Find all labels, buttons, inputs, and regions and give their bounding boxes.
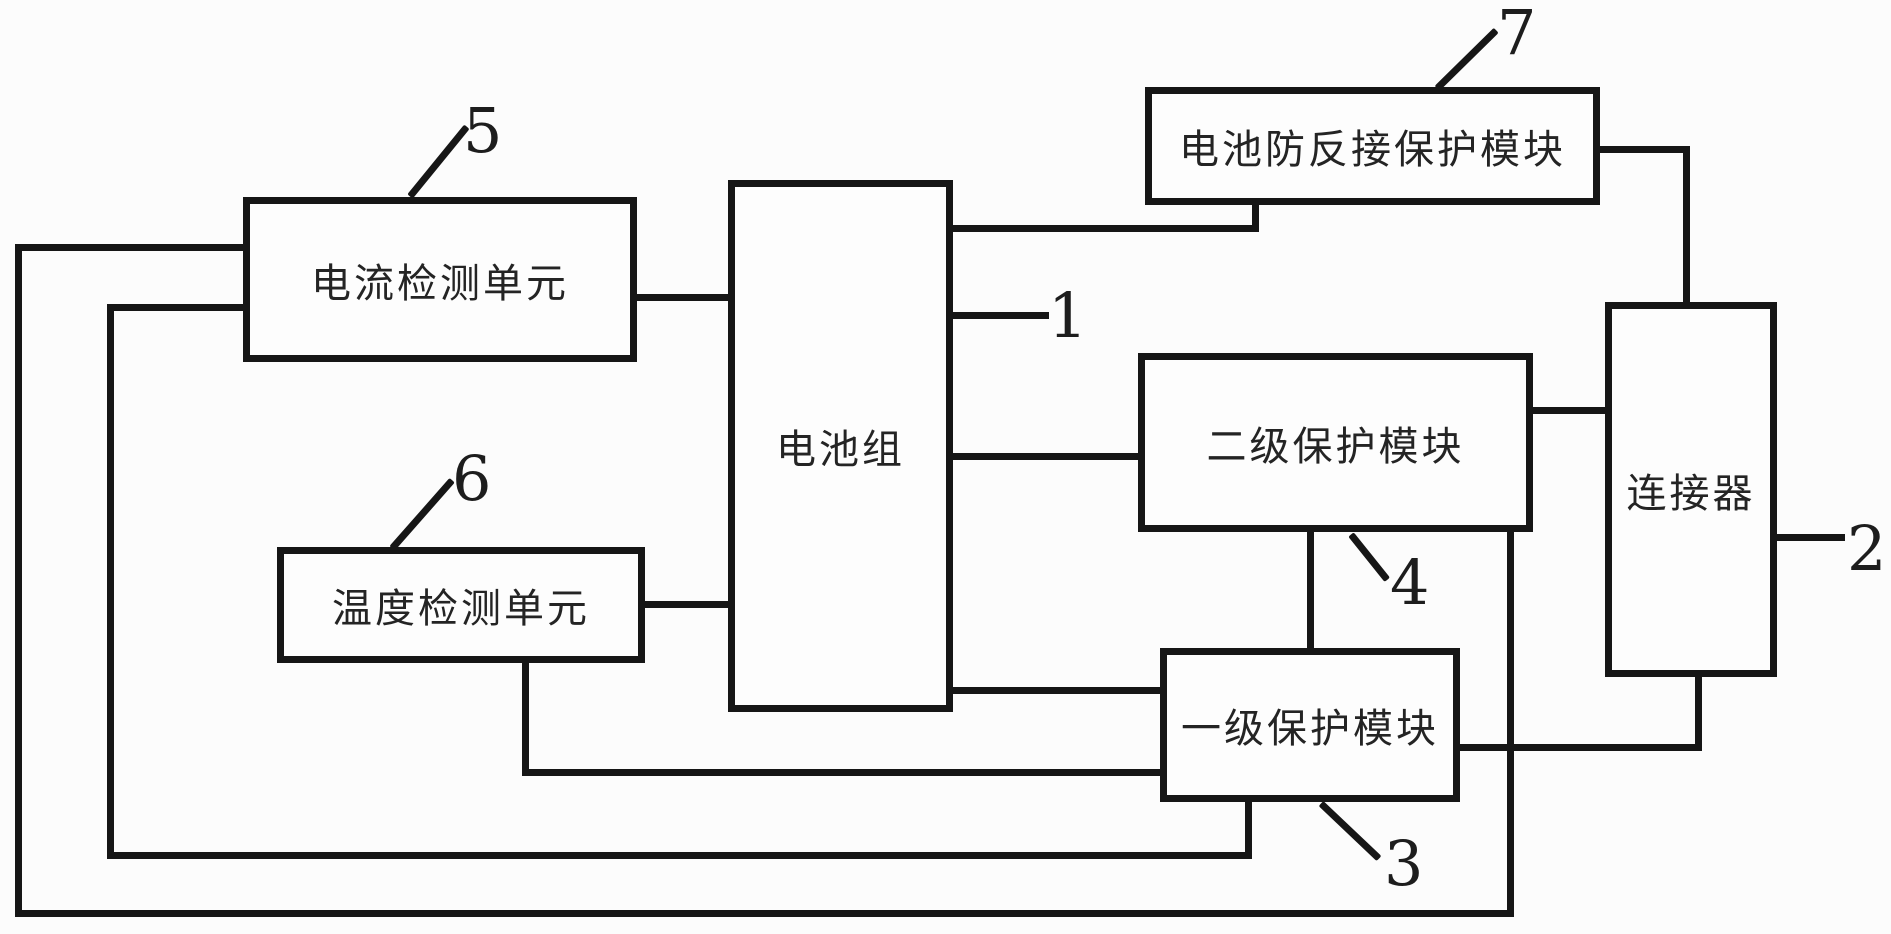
wire-outer-loop-right-v bbox=[1507, 532, 1514, 917]
wire-temperature-to-battery bbox=[645, 601, 728, 608]
block-battery-reverse-connection-protection-module-label: 电池防反接保护模块 bbox=[1179, 128, 1566, 172]
block-connector: 连接器 bbox=[1605, 302, 1777, 677]
wire-outer-loop-bottom-h bbox=[15, 910, 1514, 917]
block-connector-label: 连接器 bbox=[1626, 471, 1756, 516]
ref-label-3: 3 bbox=[1384, 827, 1424, 900]
wire-reverse-to-connector-h bbox=[1600, 146, 1690, 153]
leader-line-ref-4 bbox=[1348, 532, 1390, 582]
wire-primary-to-connector-v bbox=[1695, 677, 1702, 751]
wire-secondary-to-primary bbox=[1307, 532, 1314, 648]
wire-outer-loop-top-h bbox=[22, 244, 243, 251]
wire-battery-to-secondary bbox=[953, 453, 1138, 460]
wire-primary-to-connector-h bbox=[1460, 744, 1702, 751]
block-current-detection-unit: 电流检测单元 bbox=[243, 197, 637, 362]
block-secondary-protection-module-label: 二级保护模块 bbox=[1206, 424, 1465, 469]
ref-label-5: 5 bbox=[463, 94, 503, 167]
wire-current-to-battery bbox=[637, 294, 728, 301]
wire-temperature-to-primary-v bbox=[522, 663, 529, 776]
wire-inner-loop-top-h bbox=[114, 304, 243, 311]
leader-line-ref-1 bbox=[953, 312, 1049, 319]
block-primary-protection-module: 一级保护模块 bbox=[1160, 648, 1460, 802]
block-temperature-detection-unit: 温度检测单元 bbox=[277, 547, 645, 663]
wire-secondary-to-connector bbox=[1533, 407, 1605, 414]
ref-label-2: 2 bbox=[1847, 512, 1887, 585]
wire-battery-to-primary bbox=[953, 687, 1160, 694]
block-secondary-protection-module: 二级保护模块 bbox=[1138, 353, 1533, 532]
block-current-detection-unit-label: 电流检测单元 bbox=[311, 261, 569, 306]
block-temperature-detection-unit-label: 温度检测单元 bbox=[332, 587, 590, 631]
block-battery-reverse-connection-protection-module: 电池防反接保护模块 bbox=[1145, 87, 1600, 205]
wire-temperature-to-primary-h bbox=[522, 769, 1162, 776]
ref-label-1: 1 bbox=[1048, 279, 1088, 352]
leader-line-ref-5 bbox=[407, 124, 470, 199]
leader-line-ref-7 bbox=[1434, 27, 1499, 91]
wire-reverse-to-connector-v bbox=[1683, 146, 1690, 306]
block-primary-protection-module-label: 一级保护模块 bbox=[1181, 707, 1439, 751]
wire-battery-to-reverse-h bbox=[953, 225, 1259, 232]
wire-battery-to-reverse-v bbox=[1252, 205, 1259, 232]
block-battery-pack-label: 电池组 bbox=[776, 428, 905, 472]
leader-line-ref-2 bbox=[1777, 534, 1845, 541]
wire-inner-loop-right-v bbox=[1245, 802, 1252, 859]
ref-label-7: 7 bbox=[1497, 0, 1537, 69]
leader-line-ref-6 bbox=[389, 477, 455, 551]
wire-inner-loop-left-v bbox=[107, 304, 114, 859]
ref-label-4: 4 bbox=[1390, 546, 1430, 619]
wire-outer-loop-left-v bbox=[15, 244, 22, 917]
ref-label-6: 6 bbox=[452, 442, 492, 515]
wire-inner-loop-bottom-h bbox=[107, 852, 1252, 859]
leader-line-ref-3 bbox=[1318, 800, 1382, 862]
block-battery-pack: 电池组 bbox=[728, 180, 953, 712]
